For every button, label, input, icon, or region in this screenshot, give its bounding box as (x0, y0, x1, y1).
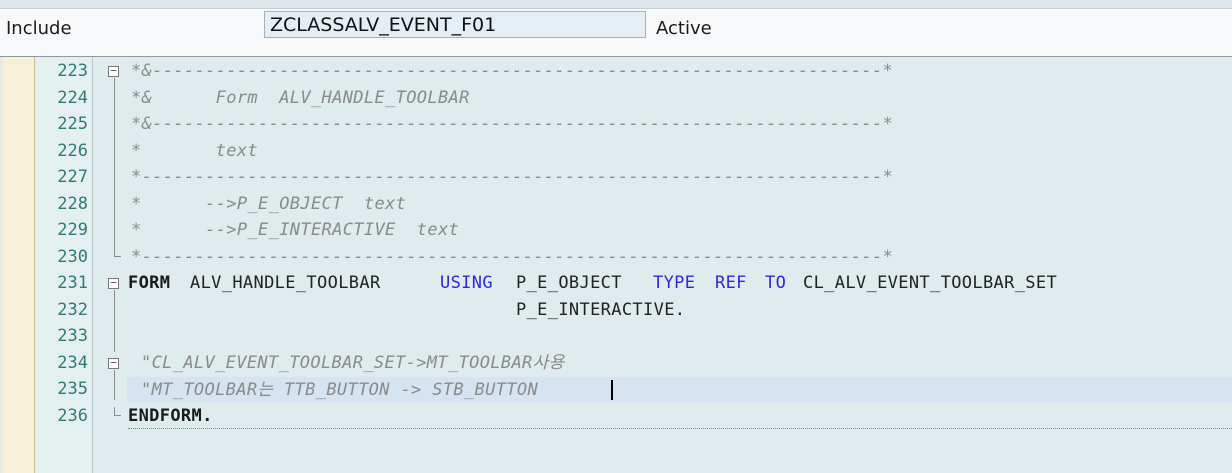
end-of-code-line (128, 428, 1232, 429)
line-number: 233 (57, 326, 88, 346)
code-line-226: * text (131, 141, 259, 161)
window-top-strip (0, 0, 1232, 9)
line-number-gutter: 223 224 225 226 227 228 229 230 231 232 … (36, 57, 93, 473)
keyword-to: TO (765, 273, 787, 293)
fold-end-marker (114, 248, 121, 257)
code-line-235: "MT_TOOLBAR는 TTB_BUTTON -> STB_BUTTON (141, 380, 539, 400)
fold-end-marker (114, 407, 121, 416)
line-number: 225 (57, 114, 88, 134)
fold-collapse-icon[interactable]: − (108, 65, 119, 77)
fold-guide (114, 290, 115, 352)
include-label: Include (6, 18, 72, 39)
keyword-ref: REF (715, 273, 747, 293)
code-line-234: "CL_ALV_EVENT_TOOLBAR_SET->MT_TOOLBAR사용 (141, 353, 565, 373)
param-object: P_E_OBJECT (516, 273, 622, 293)
fold-collapse-icon[interactable]: − (108, 277, 119, 289)
line-number: 227 (57, 167, 88, 187)
status-label: Active (656, 18, 712, 39)
form-name: ALV_HANDLE_TOOLBAR (190, 273, 381, 293)
keyword-using: USING (440, 273, 493, 293)
line-number: 226 (57, 141, 88, 161)
code-line-228: * -->P_E_OBJECT text (131, 194, 407, 214)
line-number: 231 (57, 273, 88, 293)
line-number: 234 (57, 353, 88, 373)
abap-code-editor[interactable]: 223 224 225 226 227 228 229 230 231 232 … (0, 56, 1232, 473)
current-line-highlight (127, 377, 1232, 403)
include-name-field[interactable]: ZCLASSALV_EVENT_F01 (264, 11, 646, 38)
breakpoint-gutter[interactable] (2, 57, 35, 473)
code-area[interactable]: − − − *&--------------------------------… (93, 57, 1232, 473)
keyword-form: FORM (128, 273, 171, 293)
code-line-223: *&--------------------------------------… (131, 61, 894, 81)
line-number: 229 (57, 220, 88, 240)
code-line-224: *& Form ALV_HANDLE_TOOLBAR (131, 88, 470, 108)
code-line-229: * -->P_E_INTERACTIVE text (131, 220, 460, 240)
text-caret (611, 380, 613, 400)
line-number: 236 (57, 406, 88, 426)
class-name: CL_ALV_EVENT_TOOLBAR_SET (803, 273, 1058, 293)
line-number: 224 (57, 88, 88, 108)
keyword-type: TYPE (653, 273, 696, 293)
line-number: 223 (57, 61, 88, 81)
param-interactive: P_E_INTERACTIVE. (516, 300, 686, 320)
code-line-227: *---------------------------------------… (131, 167, 894, 187)
line-number: 230 (57, 247, 88, 267)
code-line-225: *&--------------------------------------… (131, 114, 894, 134)
line-number: 235 (57, 379, 88, 399)
code-line-230: *---------------------------------------… (131, 247, 894, 267)
fold-guide (114, 78, 115, 250)
fold-collapse-icon[interactable]: − (108, 357, 119, 369)
line-number: 228 (57, 194, 88, 214)
fold-guide (114, 370, 115, 400)
line-number: 232 (57, 300, 88, 320)
keyword-endform: ENDFORM. (128, 406, 213, 426)
